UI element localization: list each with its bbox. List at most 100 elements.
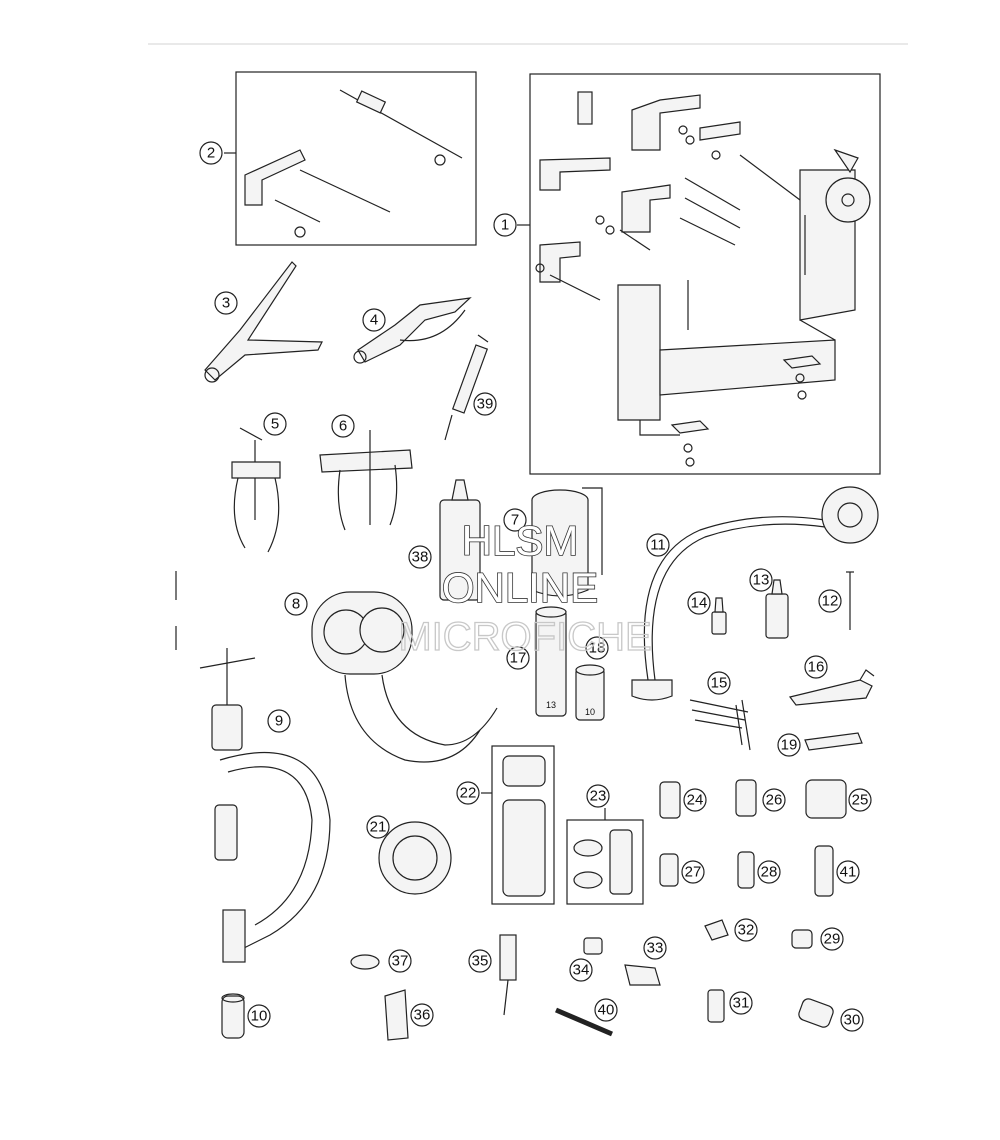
tool-7-cylinder-tool	[531, 487, 603, 597]
tool-13-loctite-bottle	[765, 579, 789, 639]
callout-5: 5	[263, 412, 287, 436]
svg-text:21: 21	[370, 819, 387, 836]
tool-5-two-arm-puller	[231, 427, 281, 553]
callout-26: 26	[762, 788, 786, 812]
tool-17-socket: 13	[535, 606, 567, 717]
tool-23-drift-set	[573, 829, 633, 895]
tool-15-hex-key-set	[689, 699, 751, 751]
tool-41-drift	[814, 845, 834, 897]
svg-text:14: 14	[691, 595, 708, 612]
svg-text:1: 1	[501, 217, 509, 234]
watermark: HLSM ONLINE MICROFICHE	[398, 516, 653, 659]
svg-text:36: 36	[414, 1007, 431, 1024]
callout-40: 40	[594, 998, 618, 1022]
svg-text:18: 18	[589, 640, 606, 657]
callout-17: 17	[506, 646, 530, 670]
callout-29: 29	[820, 927, 844, 951]
tool-38-oil-bottle	[439, 479, 481, 601]
tool-22-bearing-drift	[502, 755, 546, 897]
callout-41: 41	[836, 860, 860, 884]
tool-3-pliers	[204, 261, 323, 383]
socket-size-label: 10	[585, 707, 595, 717]
callout-2: 2	[199, 141, 223, 165]
svg-text:37: 37	[392, 953, 409, 970]
tool-26-drift	[735, 779, 757, 817]
tool-9-valve-spring-compressor	[199, 648, 331, 963]
callout-27: 27	[681, 860, 705, 884]
svg-text:41: 41	[840, 864, 857, 881]
tool-25-drift	[805, 779, 847, 819]
tool-21-clutch-holder	[378, 821, 452, 895]
tool-40-threaded-rod	[555, 1007, 613, 1037]
svg-text:30: 30	[844, 1012, 861, 1029]
tool-2-bracket-set	[244, 89, 463, 238]
callout-9: 9	[267, 709, 291, 733]
callout-14: 14	[687, 591, 711, 615]
callout-7: 7	[503, 508, 527, 532]
callout-3: 3	[214, 291, 238, 315]
tool-11-dial-gauge-stand	[631, 486, 879, 701]
tool-8-vacuum-gauge	[311, 591, 498, 763]
callout-30: 30	[840, 1008, 864, 1032]
tool-33-bolt	[624, 964, 661, 986]
svg-text:12: 12	[822, 593, 839, 610]
svg-text:3: 3	[222, 295, 230, 312]
callout-25: 25	[848, 788, 872, 812]
callout-28: 28	[757, 860, 781, 884]
callout-23: 23	[586, 784, 610, 808]
svg-text:8: 8	[292, 596, 300, 613]
svg-text:16: 16	[808, 659, 825, 676]
tool-24-drift	[659, 781, 681, 819]
callout-10: 10	[247, 1004, 271, 1028]
svg-text:39: 39	[477, 396, 494, 413]
callout-34: 34	[569, 958, 593, 982]
group-box-1	[529, 73, 881, 475]
callout-21: 21	[366, 815, 390, 839]
callout-33: 33	[643, 936, 667, 960]
svg-text:24: 24	[687, 792, 704, 809]
svg-text:40: 40	[598, 1002, 615, 1019]
tool-12-pin	[846, 571, 854, 630]
callout-36: 36	[410, 1003, 434, 1027]
svg-text:33: 33	[647, 940, 664, 957]
callout-13: 13	[749, 568, 773, 592]
svg-text:5: 5	[271, 416, 279, 433]
svg-text:4: 4	[370, 312, 378, 329]
callout-1: 1	[493, 213, 517, 237]
watermark-line-1: HLSM	[462, 517, 579, 564]
watermark-line-2: ONLINE	[442, 564, 598, 611]
callout-24: 24	[683, 788, 707, 812]
svg-text:7: 7	[511, 512, 519, 529]
callout-12: 12	[818, 589, 842, 613]
tool-39-syringe	[444, 334, 489, 441]
callout-15: 15	[707, 671, 731, 695]
tool-30-sleeve	[798, 998, 834, 1028]
tool-37-washer	[350, 954, 380, 970]
svg-text:2: 2	[207, 145, 215, 162]
group-box-2	[235, 71, 477, 246]
callout-32: 32	[734, 918, 758, 942]
svg-text:32: 32	[738, 922, 755, 939]
svg-text:29: 29	[824, 931, 841, 948]
watermark-line-3: MICROFICHE	[398, 615, 651, 659]
tool-27-drift	[659, 853, 679, 887]
svg-text:13: 13	[753, 572, 770, 589]
tool-1-engine-stand	[535, 91, 871, 467]
tool-16-pin-spanner	[788, 669, 875, 706]
svg-text:9: 9	[275, 713, 283, 730]
callout-37: 37	[388, 949, 412, 973]
callout-4: 4	[362, 308, 386, 332]
socket-size-label: 13	[546, 700, 556, 710]
svg-text:19: 19	[781, 737, 798, 754]
callout-22: 22	[456, 781, 480, 805]
svg-text:28: 28	[761, 864, 778, 881]
svg-text:23: 23	[590, 788, 607, 805]
svg-text:35: 35	[472, 953, 489, 970]
svg-text:10: 10	[251, 1008, 268, 1025]
svg-text:6: 6	[339, 418, 347, 435]
svg-text:15: 15	[711, 675, 728, 692]
tool-28-drift	[737, 851, 755, 889]
callout-39: 39	[473, 392, 497, 416]
group-box-22	[491, 745, 555, 905]
